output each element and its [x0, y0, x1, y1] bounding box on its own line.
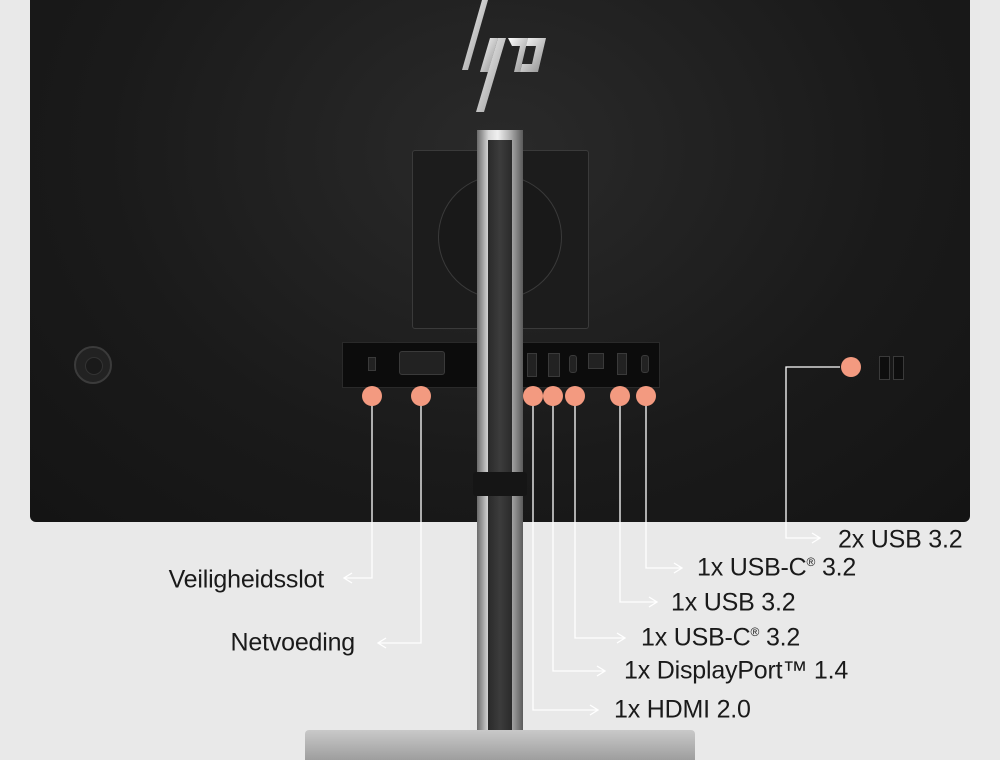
- arrow-usbc-b: [673, 562, 684, 574]
- marker-usb-side: [841, 357, 861, 377]
- label-usb-side: 2x USB 3.2: [838, 525, 963, 554]
- label-veiligheidsslot: Veiligheidsslot: [168, 565, 325, 594]
- side-usb-port-1: [879, 356, 890, 380]
- arrow-usb: [648, 596, 659, 608]
- callout-line-netvoeding: [378, 396, 422, 644]
- hdmi-port: [527, 353, 537, 377]
- callout-line-usb: [619, 396, 657, 603]
- usbc-port-b: [641, 355, 649, 373]
- label-hdmi: 1x HDMI 2.0: [614, 695, 751, 724]
- usbc-port-a: [569, 355, 577, 373]
- arrow-usbc-a: [616, 632, 627, 644]
- marker-netvoeding: [411, 386, 431, 406]
- arrow-netvoeding: [376, 637, 387, 649]
- label-displayport: 1x DisplayPort™ 1.4: [624, 656, 849, 685]
- callout-line-veiligheidsslot: [344, 396, 373, 579]
- label-usbc-a: 1x USB-C® 3.2: [641, 623, 801, 652]
- stand-pole-inner: [488, 140, 512, 750]
- usb-port: [617, 353, 627, 375]
- marker-hdmi: [523, 386, 543, 406]
- side-usb-port-2: [893, 356, 904, 380]
- arrow-usb-side: [811, 532, 822, 544]
- power-button[interactable]: [74, 346, 112, 384]
- callout-line-hdmi: [532, 396, 598, 711]
- label-usbc-b: 1x USB-C® 3.2: [697, 553, 857, 582]
- marker-usbc-a: [565, 386, 585, 406]
- marker-usbc-b: [636, 386, 656, 406]
- arrow-hdmi: [589, 704, 600, 716]
- hp-logo-icon: [462, 0, 546, 112]
- callout-line-usb-side: [785, 366, 840, 539]
- callout-line-usbc-a: [574, 396, 625, 639]
- label-netvoeding: Netvoeding: [230, 628, 356, 657]
- power-port: [399, 351, 445, 375]
- marker-usb: [610, 386, 630, 406]
- marker-veiligheidsslot: [362, 386, 382, 406]
- callout-line-usbc-b: [645, 396, 682, 569]
- label-usb: 1x USB 3.2: [671, 588, 796, 617]
- marker-displayport: [543, 386, 563, 406]
- ethernet-port: [588, 353, 604, 369]
- arrow-veiligheidsslot: [342, 572, 353, 584]
- displayport-port: [548, 353, 560, 377]
- cable-clip: [473, 472, 527, 496]
- callout-line-displayport: [552, 396, 605, 672]
- security-slot-port: [368, 357, 376, 371]
- arrow-displayport: [596, 665, 607, 677]
